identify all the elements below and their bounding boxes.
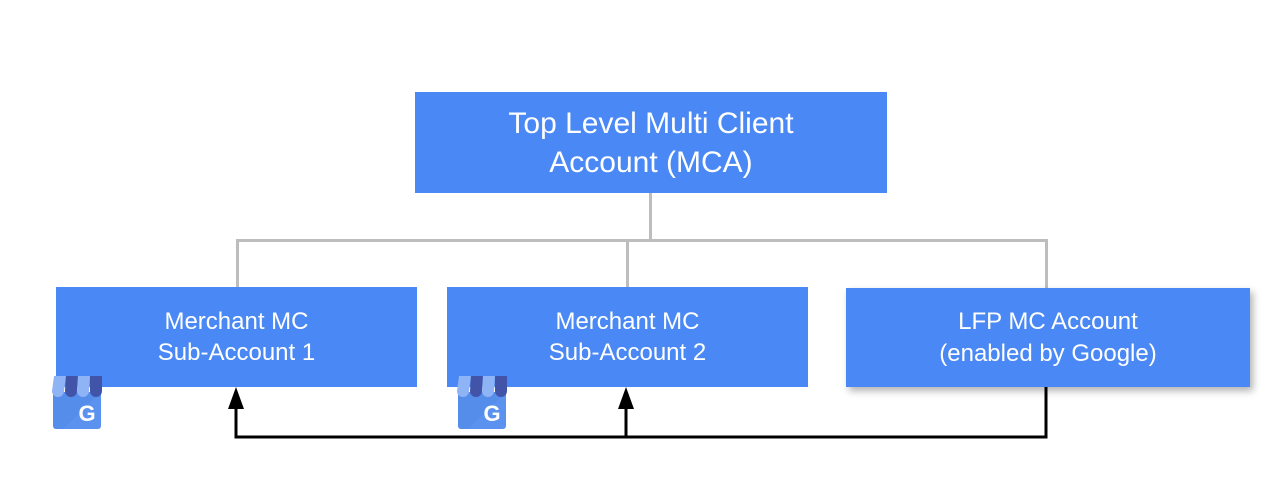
connector-drop-sub1 — [236, 241, 239, 287]
google-my-business-icon: G — [457, 376, 507, 429]
node-merchant-sub-account-1[interactable]: Merchant MC Sub-Account 1 — [56, 287, 417, 387]
node-top-level-mca[interactable]: Top Level Multi Client Account (MCA) — [415, 92, 887, 193]
node-lfp-mc-account[interactable]: LFP MC Account (enabled by Google) — [846, 288, 1250, 387]
node-merchant-sub-account-2-label: Merchant MC Sub-Account 2 — [548, 307, 707, 366]
connector-horizontal-bus — [236, 239, 1048, 242]
connector-drop-lfp — [1045, 241, 1048, 288]
node-lfp-mc-account-label: LFP MC Account (enabled by Google) — [939, 308, 1157, 367]
arrow-path-lfp-to-sub1 — [234, 387, 1048, 439]
google-my-business-icon: G — [52, 376, 102, 429]
arrowhead-sub1 — [228, 387, 244, 409]
google-my-business-icon-glyph: G — [78, 401, 95, 426]
node-merchant-sub-account-1-label: Merchant MC Sub-Account 1 — [157, 307, 316, 366]
google-my-business-icon-glyph: G — [483, 401, 500, 426]
node-merchant-sub-account-2[interactable]: Merchant MC Sub-Account 2 — [447, 287, 808, 387]
node-top-level-mca-label: Top Level Multi Client Account (MCA) — [508, 106, 794, 179]
arrowhead-sub2 — [618, 387, 634, 409]
connector-drop-sub2 — [626, 241, 629, 287]
connector-mca-stem — [649, 193, 652, 241]
